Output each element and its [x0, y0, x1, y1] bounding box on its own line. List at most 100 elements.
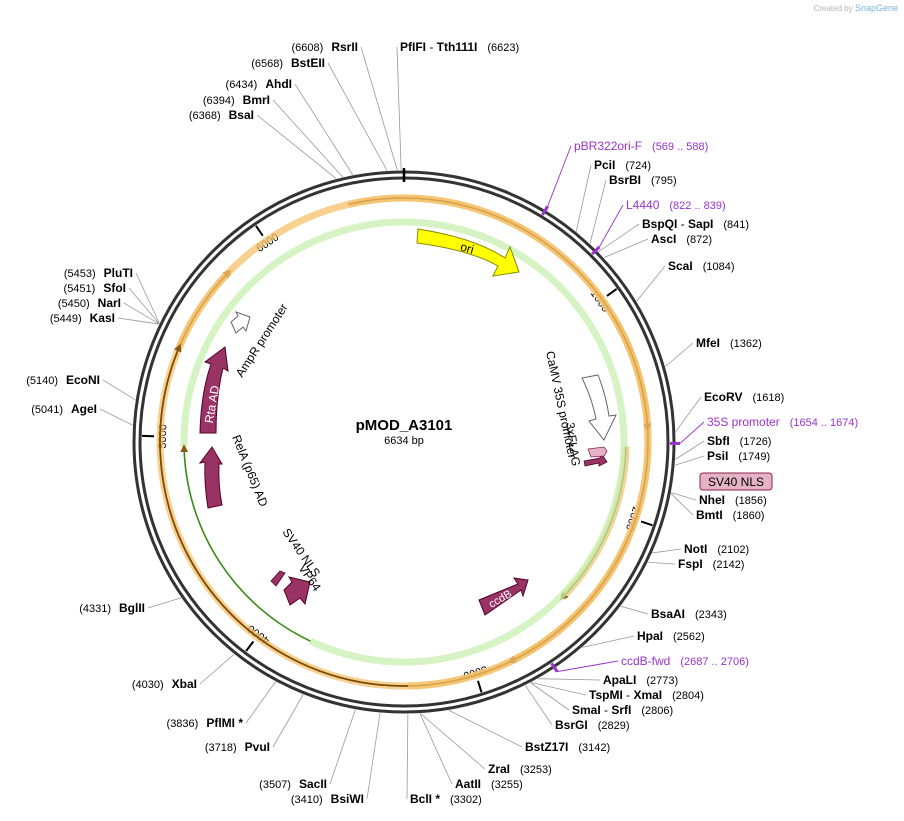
enzyme-leader: [245, 681, 276, 724]
enzyme-label[interactable]: ScaI(1084): [668, 259, 734, 273]
enzyme-label[interactable]: (4030)XbaI: [132, 677, 197, 691]
plasmid-name: pMOD_A3101: [356, 417, 453, 434]
camv35s-arrow: [581, 374, 617, 441]
orf-glow: [508, 539, 631, 665]
enzyme-label[interactable]: MfeI(1362): [696, 336, 762, 350]
primer-label[interactable]: 35S promoter(1654 .. 1674): [707, 415, 858, 429]
enzyme-leader: [675, 440, 705, 460]
enzyme-label[interactable]: TspMI - XmaI(2804): [589, 688, 704, 702]
enzyme-label[interactable]: SbfI(1726): [707, 434, 771, 448]
enzyme-label[interactable]: BstZ17I(3142): [525, 740, 610, 754]
enzyme-leader: [636, 265, 666, 302]
orf-glow: [180, 218, 628, 666]
enzyme-label[interactable]: (5453)PluTI: [64, 266, 133, 280]
feature-ampr-promoter[interactable]: AmpR promoter: [230, 301, 291, 380]
plasmid-size: 6634 bp: [384, 435, 424, 447]
enzyme-leader: [420, 713, 486, 770]
enzyme-label[interactable]: AatII(3255): [455, 777, 523, 791]
enzyme-label[interactable]: (5449)KasI: [50, 311, 115, 325]
orf-glow: [176, 194, 652, 690]
feature-rela-ad[interactable]: RelA (p65) AD: [198, 433, 271, 509]
enzyme-label[interactable]: BsaAI(2343): [651, 607, 727, 621]
snapgene-watermark: Created by SnapGene: [814, 3, 898, 13]
tick-mark: [245, 640, 255, 652]
enzyme-label[interactable]: (6434)AhdI: [226, 77, 292, 91]
primer-leader: [598, 204, 624, 248]
primer-mark: [591, 245, 601, 256]
enzyme-label[interactable]: (5140)EcoNI: [26, 373, 100, 387]
sv40nls-left-arrow: [270, 570, 286, 587]
enzyme-name: PfIFI: [400, 40, 426, 54]
enzyme-label[interactable]: ApaLI(2773): [603, 673, 678, 687]
enzyme-label[interactable]: (5450)NarI: [58, 296, 121, 310]
enzyme-sep: -: [623, 688, 634, 702]
enzyme-label[interactable]: (3836)PflMI *: [167, 716, 244, 730]
enzyme-name: BmrI: [243, 93, 270, 107]
enzyme-label[interactable]: (4331)BglII: [79, 601, 145, 615]
enzyme-label[interactable]: BsrBI(795): [609, 173, 677, 187]
enzyme-pos: (6394): [203, 95, 235, 107]
enzyme-label[interactable]: (6608)RsrII: [292, 40, 358, 54]
enzyme-label[interactable]: PfIFI - Tth111I(6623): [400, 40, 519, 54]
enzyme-name: SmaI: [572, 703, 601, 717]
enzyme-label[interactable]: BmtI(1860): [696, 508, 764, 522]
enzyme-name: ScaI: [668, 259, 693, 273]
enzyme-pos: (724): [625, 160, 651, 172]
enzyme-pos: (1618): [752, 392, 784, 404]
enzyme-name: XbaI: [172, 677, 197, 691]
enzyme-name: BclI *: [410, 792, 440, 806]
tick-mark: [255, 225, 264, 237]
enzyme-label[interactable]: BsrGI(2829): [555, 718, 629, 732]
enzyme-label[interactable]: (3507)SacII: [259, 777, 327, 791]
enzyme-name: HpaI: [637, 629, 663, 643]
enzyme-label[interactable]: FspI(2142): [678, 557, 744, 571]
enzyme-name: PciI: [594, 158, 615, 172]
feature-sv40nls-left[interactable]: SV40 NLS: [270, 526, 323, 587]
enzyme-label[interactable]: NheI(1856): [699, 493, 767, 507]
primer-mark: [550, 662, 559, 673]
enzyme-pos: (5450): [58, 298, 90, 310]
enzyme-label[interactable]: (3410)BsiWI: [291, 792, 364, 806]
enzyme-label[interactable]: (3718)PvuI: [205, 740, 270, 754]
enzyme-label[interactable]: ZraI(3253): [488, 762, 552, 776]
enzyme-pos: (2142): [713, 559, 745, 571]
enzyme-label[interactable]: PciI (724): [594, 158, 651, 172]
ccdb-arrow: [478, 577, 529, 616]
enzyme-leader: [396, 46, 402, 171]
enzyme-label[interactable]: AscI(872): [651, 232, 712, 246]
primer-range: (1654 .. 1674): [790, 417, 859, 429]
enzyme-label[interactable]: (6394) BmrI: [203, 93, 270, 107]
enzyme-label[interactable]: (6568)BstEII: [251, 56, 325, 70]
enzyme-name: RsrII: [331, 40, 358, 54]
enzyme-name: NheI: [699, 493, 725, 507]
primer-label[interactable]: L4440(822 .. 839): [626, 198, 726, 212]
enzyme-label[interactable]: PsiI(1749): [707, 449, 770, 463]
enzyme-label[interactable]: BspQI - SapI(841): [642, 217, 749, 231]
enzyme-label[interactable]: BclI *(3302): [410, 792, 482, 806]
watermark-brand: SnapGene: [854, 3, 898, 13]
primer-label[interactable]: pBR322ori-F(569 .. 588): [574, 139, 708, 153]
vp64-arrow: [283, 576, 311, 606]
primer-range: (569 .. 588): [652, 141, 708, 153]
feature-sv40nls-right[interactable]: SV40 NLS: [587, 446, 773, 491]
enzyme-leader: [538, 678, 601, 681]
enzyme-leader: [530, 682, 570, 711]
enzyme-label[interactable]: SmaI - SrfI(2806): [572, 703, 673, 717]
feature-ori[interactable]: ori: [416, 228, 520, 277]
enzyme-pos: (5041): [31, 404, 63, 416]
enzyme-name: MfeI: [696, 336, 720, 350]
enzyme-label[interactable]: NotI(2102): [684, 542, 749, 556]
enzyme-label[interactable]: (6368)BsaI: [189, 108, 254, 122]
enzyme-label[interactable]: HpaI(2562): [637, 629, 705, 643]
feature-rta-ad[interactable]: Rta AD: [199, 346, 229, 434]
enzyme-leader: [327, 62, 388, 171]
feature-ccdb[interactable]: ccdB: [478, 577, 529, 616]
enzyme-label[interactable]: (5451)SfoI: [64, 281, 126, 295]
enzyme-pos: (2829): [598, 720, 630, 732]
enzyme-label[interactable]: (5041)AgeI: [31, 402, 97, 416]
enzyme-label[interactable]: EcoRV(1618): [704, 390, 784, 404]
primer-mark: [541, 205, 549, 216]
primer-label[interactable]: ccdB-fwd(2687 .. 2706): [621, 654, 749, 668]
enzyme-pos: (2343): [695, 609, 727, 621]
